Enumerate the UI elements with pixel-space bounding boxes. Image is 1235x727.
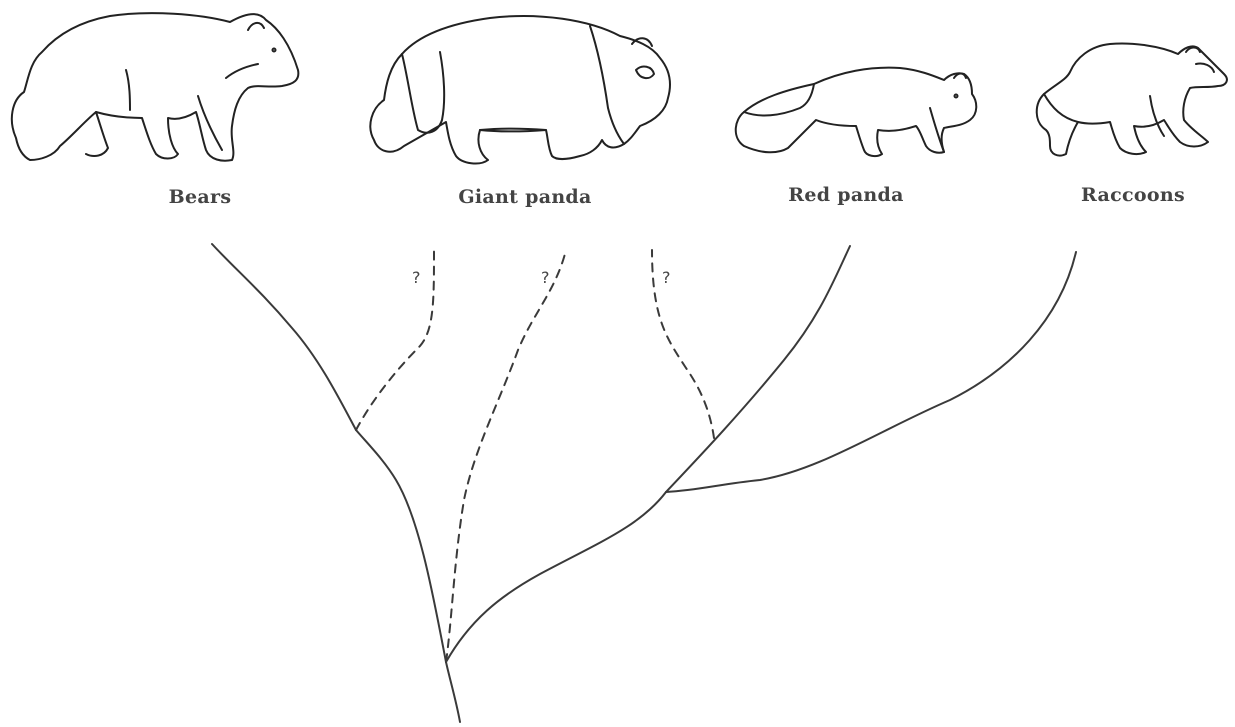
phylogenetic-tree <box>212 244 1076 722</box>
bear-eye <box>273 49 276 52</box>
bear-back-leg-inner <box>126 70 130 110</box>
branch-bears <box>212 244 446 662</box>
giant-panda-outline <box>370 16 670 163</box>
label-red-panda: Red panda <box>788 184 904 206</box>
uncertainty-mark-1: ? <box>412 268 421 287</box>
branch-giant-panda-option-1 <box>356 250 434 430</box>
uncertainty-mark-3: ? <box>662 268 671 287</box>
bear-shoulder-line <box>226 64 258 78</box>
giant-panda-body-patch <box>402 52 444 133</box>
red-panda-icon <box>736 68 977 156</box>
bear-foreleg-line <box>198 96 222 150</box>
label-raccoons: Raccoons <box>1081 184 1185 206</box>
raccoon-outline <box>1037 43 1227 155</box>
giant-panda-eye-patch <box>636 67 654 79</box>
raccoon-mask <box>1196 63 1214 72</box>
tree-trunk <box>446 662 460 722</box>
label-bears: Bears <box>169 186 232 208</box>
giant-panda-icon <box>370 16 670 163</box>
giant-panda-shoulder-patch <box>590 26 624 144</box>
red-panda-leg-line <box>930 108 944 152</box>
uncertainty-mark-2: ? <box>541 268 550 287</box>
giant-panda-belly-line <box>480 129 546 131</box>
branch-raccoons <box>666 252 1076 492</box>
red-panda-tail-line <box>744 84 814 115</box>
branch-giant-panda-option-2 <box>446 250 566 662</box>
branch-musteloid <box>446 492 666 662</box>
raccoon-icon <box>1037 43 1227 155</box>
giant-panda-ear <box>632 38 652 46</box>
raccoon-leg-line <box>1150 96 1164 136</box>
bear-outline <box>12 13 299 161</box>
raccoon-tail-line <box>1044 94 1078 122</box>
bear-icon <box>12 13 299 161</box>
bear-ear <box>248 23 264 30</box>
label-giant-panda: Giant panda <box>458 186 591 208</box>
red-panda-eye <box>955 95 958 98</box>
branch-red-panda <box>666 246 850 492</box>
